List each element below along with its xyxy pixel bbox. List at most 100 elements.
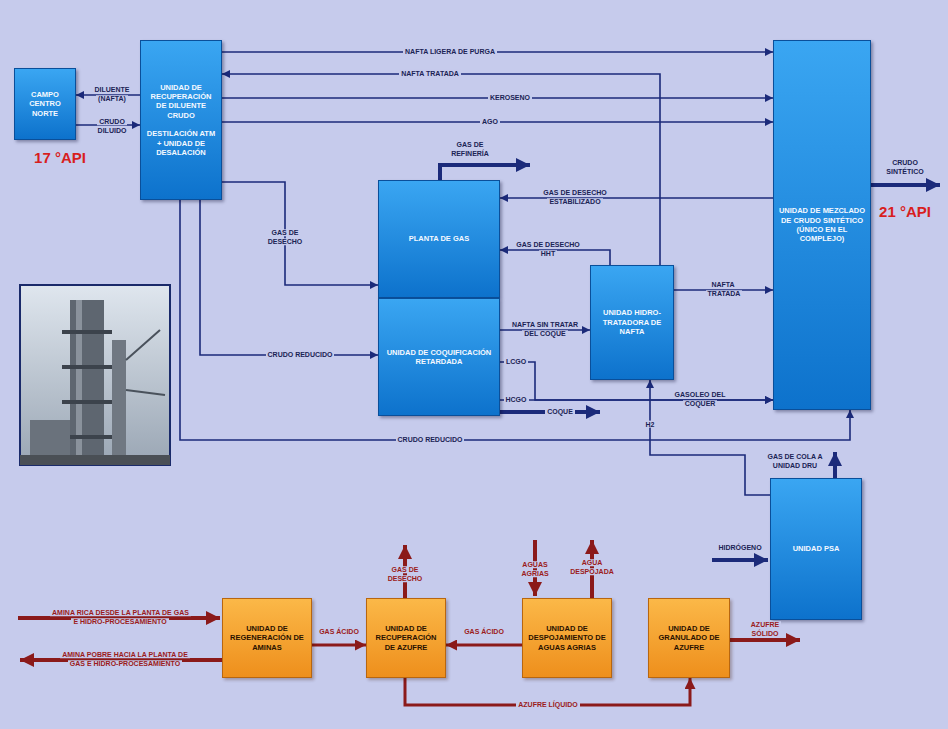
flow-label-holder: GAS DE DESECHO [260,229,310,247]
unit-name: PLANTA DE GAS [409,234,469,243]
sulfur-unit-box: UNIDAD DE GRANULADO DE AZUFRE [648,598,730,678]
stream-name-holder: GAS DE REFINERÍA [439,141,501,159]
flow-label: CRUDO REDUCIDO [396,436,465,443]
flow-label-holder: LCGO [501,358,531,367]
flow-line [222,74,660,265]
stream-name-holder: AZUFRE SÓLIDO [740,621,790,639]
flow-label: CRUDO DILUIDO [96,118,129,134]
stream-name: GAS DE REFINERÍA [449,141,491,157]
flow-label: NAFTA SIN TRATAR DEL COQUE [510,321,580,337]
flow-line [222,51,773,53]
outflow-arrow [833,452,837,478]
process-unit-box: UNIDAD DE COQUIFICACIÓN RETARDADA [378,298,500,416]
flow-line [446,644,522,647]
unit-name: UNIDAD DE RECUPERACIÓN DE AZUFRE [371,624,441,652]
stream-name: GAS DE COLA A UNIDAD DRU [765,453,824,469]
sulfur-unit-box: UNIDAD DE REGENERACIÓN DE AMINAS [222,598,312,678]
stream-name: GASOLEO DEL COQUER [673,391,728,407]
unit-name: CAMPO CENTRO NORTE [19,90,71,118]
stream-name-holder: COQUE [540,408,580,417]
stream-name: HIDRÓGENO [716,544,763,551]
flow-line [312,644,366,647]
flow-label: GAS DE DESECHO ESTABILIZADO [541,189,608,205]
api-gravity: 17 °API [32,149,88,166]
flow-label-holder: GAS ÁCIDO [454,628,514,637]
flow-label: CRUDO REDUCIDO [266,351,335,358]
flow-label-holder: NAFTA SIN TRATAR DEL COQUE [505,321,585,339]
flow-label-holder: CRUDO DILUIDO [89,118,135,136]
flow-label-holder: H2 [640,421,660,430]
stream-name: AMINA POBRE HACIA LA PLANTA DE GAS E HID… [60,651,190,667]
stream-name: COQUE [545,408,575,415]
flow-label: H2 [644,421,657,428]
unit-name: DESTILACIÓN ATM + UNIDAD DE DESALACIÓN [145,129,217,157]
flow-label-holder: KEROSENO [480,94,540,103]
stream-name-holder: HIDRÓGENO [712,544,768,553]
unit-name: UNIDAD HIDRO-TRATADORA DE NAFTA [595,308,669,336]
unit-name: UNIDAD DE GRANULADO DE AZUFRE [653,624,725,652]
process-unit-box: UNIDAD DE RECUPERACIÓN DE DILUENTE CRUDO… [140,40,222,200]
unit-name: UNIDAD DE MEZCLADO DE CRUDO SINTÉTICO (Ú… [778,206,866,244]
flow-line [222,182,378,285]
flow-label: AGO [480,118,500,125]
stream-name-holder: GASOLEO DEL COQUER [670,391,730,409]
flow-label: NAFTA TRATADA [706,281,743,297]
flow-label: HCGO [504,396,529,403]
outflow-arrow [730,638,800,642]
process-unit-box: UNIDAD PSA [770,478,862,620]
stream-name: CRUDO SINTÉTICO [884,159,925,175]
flow-label-holder: DILUENTE (NAFTA) [89,86,135,104]
flow-label: NAFTA TRATADA [399,70,461,77]
flow-label: GAS DE DESECHO HHT [514,241,581,257]
flow-label-holder: NAFTA TRATADA [390,70,470,79]
flow-label: DILUENTE (NAFTA) [93,86,132,102]
flow-label-holder: HCGO [501,396,531,405]
unit-name: UNIDAD DE REGENERACIÓN DE AMINAS [227,624,307,652]
inflow-arrow [712,558,768,562]
flow-label: GAS ÁCIDO [462,628,506,635]
unit-name: UNIDAD DE DESPOJAMIENTO DE AGUAS AGRIAS [527,624,607,652]
stream-name: AMINA RICA DESDE LA PLANTA DE GAS E HIDR… [50,609,191,625]
stream-name: AGUAS AGRIAS [519,561,550,577]
stream-name-holder: AMINA RICA DESDE LA PLANTA DE GAS E HIDR… [50,609,190,627]
flow-line [500,399,773,401]
api-gravity-holder: 21 °API [870,203,940,221]
unit-name: UNIDAD DE COQUIFICACIÓN RETARDADA [383,348,495,367]
flow-label: LCGO [504,358,528,365]
flow-label: NAFTA LIGERA DE PURGA [403,48,497,55]
flow-label-holder: AGO [470,118,510,127]
stream-name-holder: GAS DE COLA A UNIDAD DRU [764,453,826,471]
flow-label-holder: NAFTA TRATADA [694,281,754,299]
stream-name: AZUFRE SÓLIDO [749,621,781,637]
stream-name-holder: AGUA DESPOJADA [567,559,617,577]
stream-name-holder: GAS DE DESECHO [380,566,430,584]
stream-name-holder: AMINA POBRE HACIA LA PLANTA DE GAS E HID… [55,651,195,669]
flow-label-holder: GAS ÁCIDO [315,628,363,637]
flow-label: GAS DE DESECHO [266,229,305,245]
unit-name: UNIDAD DE RECUPERACIÓN DE DILUENTE CRUDO [145,83,217,121]
stream-name: GAS DE DESECHO [386,566,425,582]
sulfur-unit-box: UNIDAD DE DESPOJAMIENTO DE AGUAS AGRIAS [522,598,612,678]
process-unit-box: UNIDAD HIDRO-TRATADORA DE NAFTA [590,265,674,380]
api-gravity-holder: 17 °API [20,149,100,167]
api-gravity: 21 °API [877,203,933,220]
process-unit-box: PLANTA DE GAS [378,180,500,298]
flow-label: GAS ÁCIDO [317,628,361,635]
flow-line [650,380,770,495]
flow-label: AZUFRE LÍQUIDO [516,701,580,708]
outflow-arrow [871,183,940,187]
flow-label-holder: CRUDO REDUCIDO [390,436,470,445]
unit-name: UNIDAD PSA [793,544,840,553]
flow-label-holder: AZUFRE LÍQUIDO [508,701,588,710]
stream-name-holder: AGUAS AGRIAS [513,561,557,579]
stream-name: AGUA DESPOJADA [568,559,616,575]
outflow-arrow [440,165,530,180]
process-unit-box: UNIDAD DE MEZCLADO DE CRUDO SINTÉTICO (Ú… [773,40,871,410]
flow-line [180,200,850,440]
flow-line [500,197,773,199]
process-unit-box: CAMPO CENTRO NORTE [14,68,76,140]
sulfur-unit-box: UNIDAD DE RECUPERACIÓN DE AZUFRE [366,598,446,678]
flow-label-holder: CRUDO REDUCIDO [260,351,340,360]
flow-label-holder: GAS DE DESECHO HHT [512,241,584,259]
